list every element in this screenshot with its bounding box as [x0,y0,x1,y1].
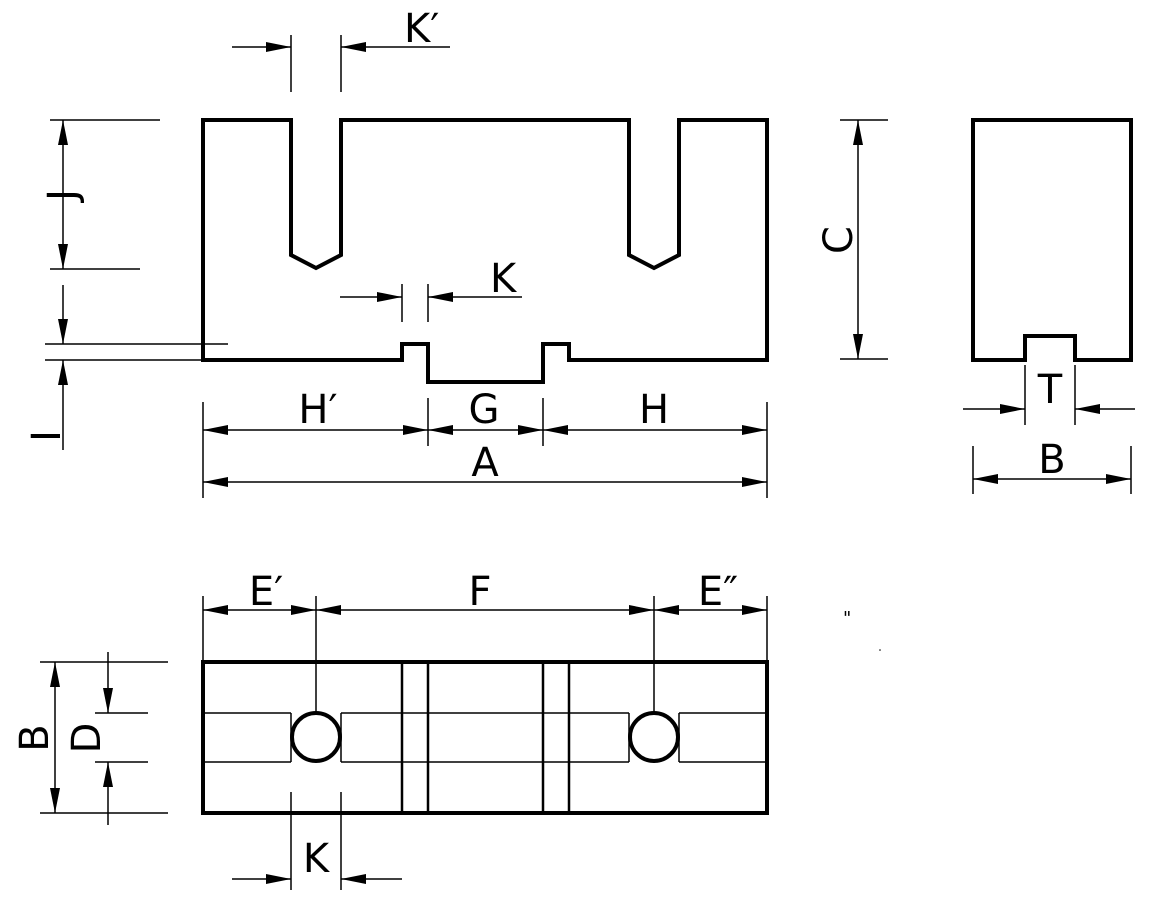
dimension-chain-e-f-e: E′ F E″ [202,569,768,713]
dimension-k-top: K [232,792,402,890]
front-view [201,118,769,384]
label-b-side: B [1038,437,1065,483]
label-i: I [24,430,70,442]
dimension-k-front: K [340,256,522,322]
label-e-prime: E′ [249,569,283,615]
dimension-b-side: B [972,437,1132,494]
label-b-top: B [12,724,58,751]
side-view-outline [971,118,1133,362]
label-j: J [40,189,86,204]
front-view-outline [201,118,769,384]
label-g: G [469,387,500,433]
label-k-top: K [303,836,331,882]
label-a: A [471,440,499,486]
dimension-d: D [64,652,148,825]
top-view-outline [201,660,769,815]
hole-right [628,711,680,763]
label-c: C [816,226,862,254]
label-t: T [1037,367,1063,413]
label-d: D [64,723,110,754]
label-k-front: K [490,256,518,302]
dimension-k-prime: K′ [232,6,450,92]
side-view [971,118,1133,362]
stray-mark: " [843,608,851,629]
dimension-t: T [963,365,1135,425]
dimension-j: J [40,119,160,270]
dimension-a: A [203,440,767,487]
dimension-chain-h-g-h: H′ G H [202,387,768,498]
dimension-c: C [816,119,888,360]
dimension-i: I [24,285,228,450]
label-e-double-prime: E″ [698,569,738,615]
label-f: F [468,569,491,615]
label-h-prime: H′ [298,387,337,433]
label-k-prime: K′ [404,6,439,52]
stray-dot [879,649,881,651]
top-view [201,660,769,815]
hole-left [290,711,342,763]
label-h: H [639,387,669,433]
dimension-b-top: B [12,661,168,814]
